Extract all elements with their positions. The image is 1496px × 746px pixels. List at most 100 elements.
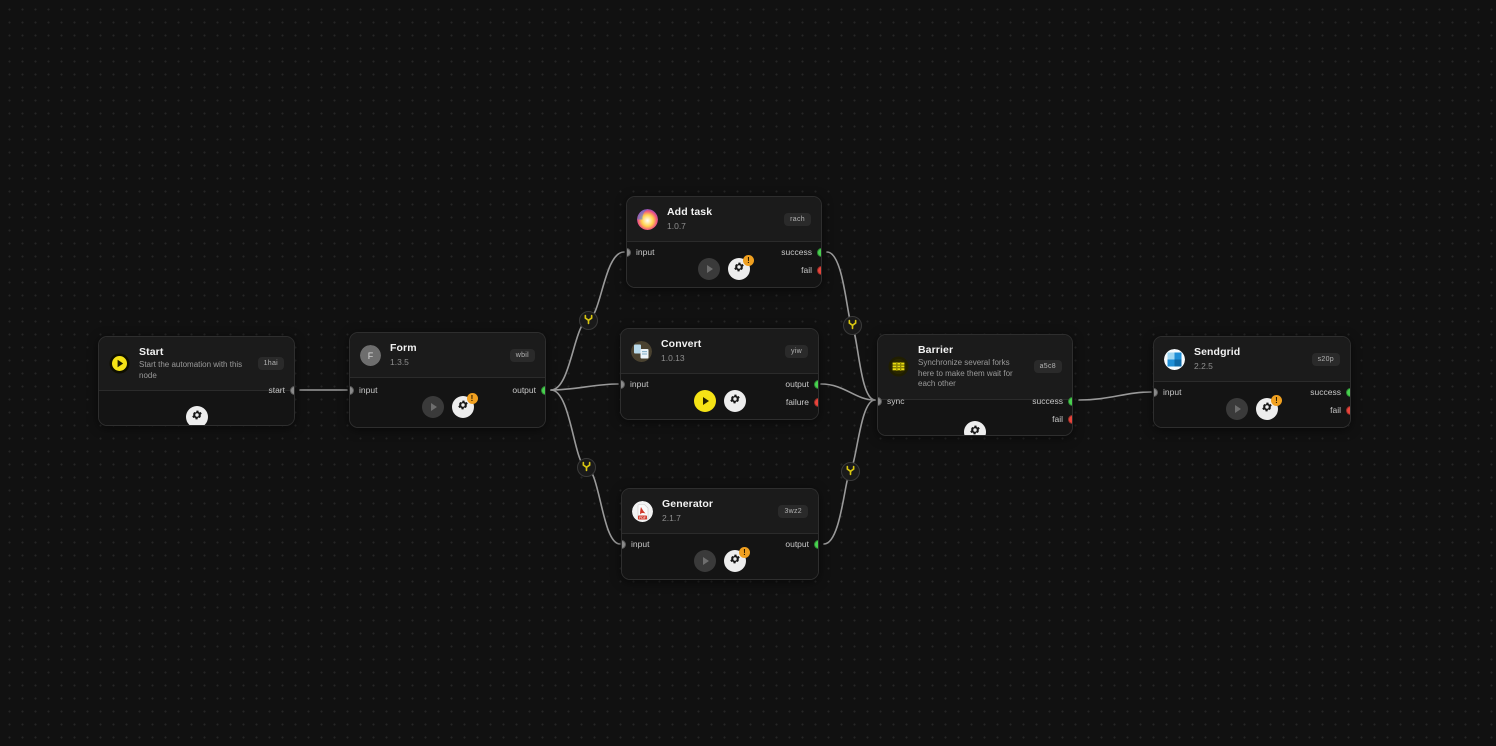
play-button-form[interactable] xyxy=(421,396,444,418)
warning-badge-form[interactable]: ! xyxy=(466,393,478,404)
warning-badge-sendgrid[interactable]: ! xyxy=(1271,395,1282,406)
port-label: success xyxy=(781,247,812,257)
node-version-form: 1.3.5 xyxy=(390,357,409,367)
node-description-start: Start the automation with this node xyxy=(139,360,243,380)
port-dot[interactable] xyxy=(1154,387,1158,397)
node-badge-form[interactable]: wbil xyxy=(509,348,535,362)
settings-button-generator[interactable]: ! xyxy=(724,547,750,572)
node-badge-sendgrid[interactable]: s20p xyxy=(1311,352,1340,366)
output-port-add-task-fail[interactable]: fail xyxy=(801,265,821,275)
output-port-barrier-success[interactable]: success xyxy=(1032,396,1072,406)
play-button-add-task[interactable] xyxy=(698,258,720,280)
node-title-convert: Convert xyxy=(661,338,702,350)
input-port-form-input[interactable]: input xyxy=(350,385,377,395)
port-dot[interactable] xyxy=(622,539,626,549)
settings-button-form[interactable]: ! xyxy=(451,393,478,418)
output-port-convert-output[interactable]: output xyxy=(785,379,818,389)
play-icon xyxy=(702,397,709,405)
input-port-sendgrid-input[interactable]: input xyxy=(1154,387,1182,397)
port-dot[interactable] xyxy=(1346,405,1350,415)
settings-button-sendgrid[interactable]: ! xyxy=(1256,395,1282,420)
output-port-convert-failure[interactable]: failure xyxy=(786,397,818,407)
port-dot[interactable] xyxy=(627,247,631,257)
edge-convert-output-to-barrier-sync[interactable] xyxy=(820,383,876,401)
merge-junction-bottom[interactable] xyxy=(841,462,860,481)
node-badge-barrier[interactable]: a5c8 xyxy=(1033,360,1062,374)
warning-badge-generator[interactable]: ! xyxy=(739,547,750,558)
node-body-add-task: ! xyxy=(627,242,821,287)
port-dot[interactable] xyxy=(350,385,354,395)
gear-icon xyxy=(457,398,469,416)
output-port-start-start[interactable]: start xyxy=(268,385,294,395)
fork-junction-top[interactable] xyxy=(579,311,598,330)
output-port-sendgrid-success[interactable]: success xyxy=(1310,387,1350,397)
node-badge-start[interactable]: 1hai xyxy=(257,357,284,370)
port-dot[interactable] xyxy=(817,265,821,275)
settings-button-convert[interactable] xyxy=(723,390,746,412)
settings-button-barrier[interactable] xyxy=(964,420,986,435)
input-port-convert-input[interactable]: input xyxy=(621,379,648,389)
play-icon xyxy=(707,265,713,273)
node-badge-add-task[interactable]: rach xyxy=(784,212,811,226)
port-label: output xyxy=(785,379,809,389)
edge-form-output-to-convert-input[interactable] xyxy=(550,383,619,391)
port-dot[interactable] xyxy=(814,539,818,549)
port-dot[interactable] xyxy=(1068,414,1072,424)
port-label: start xyxy=(268,385,285,395)
node-badge-generator[interactable]: 3wz2 xyxy=(778,504,808,518)
port-dot[interactable] xyxy=(621,379,625,389)
warning-badge-add-task[interactable]: ! xyxy=(743,255,754,266)
port-label: input xyxy=(1163,387,1182,397)
play-button-convert[interactable] xyxy=(693,390,716,412)
fork-junction-bottom[interactable] xyxy=(577,458,596,477)
input-port-add-task-input[interactable]: input xyxy=(627,247,654,257)
merge-junction-top[interactable] xyxy=(843,316,862,335)
output-port-sendgrid-fail[interactable]: fail xyxy=(1330,405,1350,415)
sendgrid-logo-icon xyxy=(1164,348,1185,370)
settings-button-start[interactable] xyxy=(185,406,208,425)
input-port-generator-input[interactable]: input xyxy=(622,539,650,549)
port-dot[interactable] xyxy=(541,385,545,395)
input-port-barrier-sync[interactable]: sync xyxy=(878,396,904,406)
port-dot[interactable] xyxy=(290,385,294,395)
port-dot[interactable] xyxy=(817,247,821,257)
output-port-form-output[interactable]: output xyxy=(512,385,545,395)
play-button-sendgrid[interactable] xyxy=(1226,398,1248,420)
fork-merge-icon xyxy=(845,463,856,481)
output-port-generator-output[interactable]: output xyxy=(785,539,818,549)
gradient-circle-icon xyxy=(637,208,658,230)
gear-icon xyxy=(1261,400,1273,418)
output-port-add-task-success[interactable]: success xyxy=(781,247,821,257)
port-dot[interactable] xyxy=(814,379,818,389)
gear-icon xyxy=(729,392,741,410)
play-button-generator[interactable] xyxy=(694,550,716,572)
port-label: input xyxy=(631,539,650,549)
port-dot[interactable] xyxy=(1346,387,1350,397)
settings-button-add-task[interactable]: ! xyxy=(728,255,754,280)
port-dot[interactable] xyxy=(1068,396,1072,406)
node-body-sendgrid: ! xyxy=(1154,382,1350,427)
port-dot[interactable] xyxy=(814,397,818,407)
edge-barrier-success-to-sendgrid-input[interactable] xyxy=(1078,391,1152,401)
port-dot[interactable] xyxy=(878,396,882,406)
node-badge-convert[interactable]: yiw xyxy=(784,344,808,358)
node-title-sendgrid: Sendgrid xyxy=(1194,346,1241,358)
output-port-barrier-fail[interactable]: fail xyxy=(1052,414,1072,424)
